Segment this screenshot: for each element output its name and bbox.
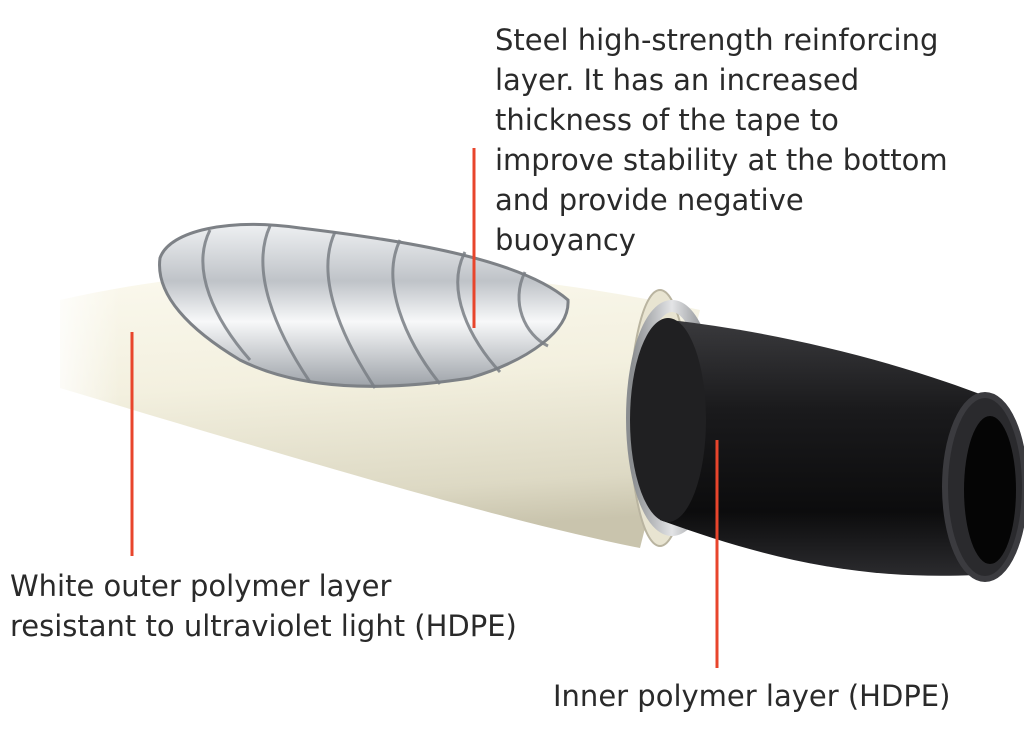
outer-layer-label: White outer polymer layer resistant to u…: [10, 569, 517, 643]
steel-layer-label: Steel high-strength reinforcing layer. I…: [495, 23, 948, 257]
inner-polymer-layer: [630, 318, 1024, 582]
inner-layer-label: Inner polymer layer (HDPE): [553, 679, 951, 713]
steel-reinforcing-layer: [158, 223, 570, 389]
callout-lines: [130, 148, 719, 668]
